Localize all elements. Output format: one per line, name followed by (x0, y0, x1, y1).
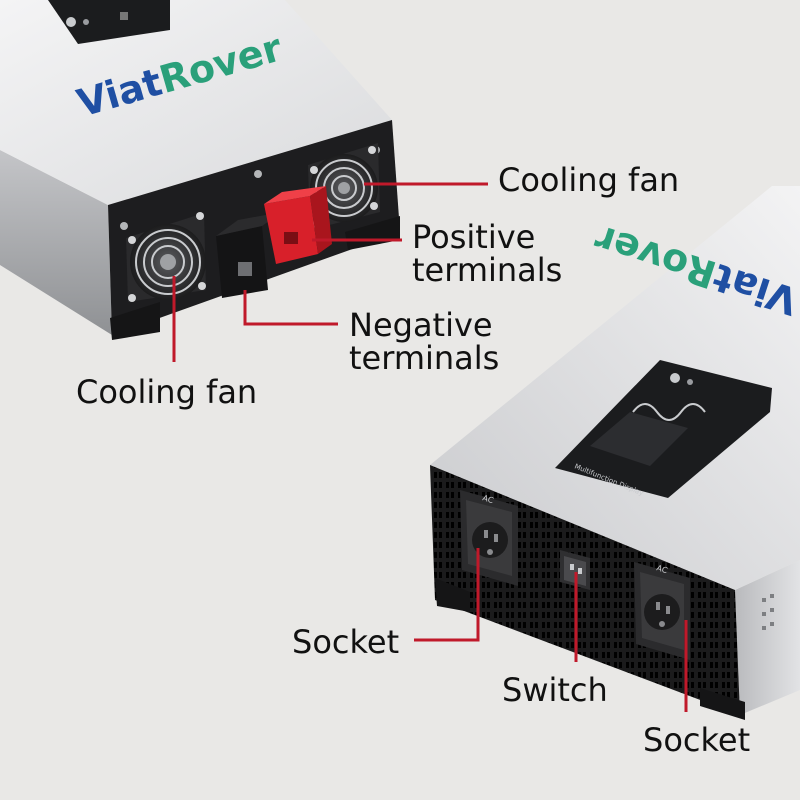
screw-icon (254, 170, 262, 178)
display-indicator-icon (687, 379, 693, 385)
mounting-foot (110, 302, 160, 340)
socket-left (460, 490, 518, 586)
lcd-screen (590, 412, 688, 466)
label-cooling-fan-left: Cooling fan (76, 373, 258, 411)
socket-right (634, 562, 690, 660)
callout-line-negative-terminals (243, 290, 338, 326)
label-negative-line1: Negative (349, 306, 493, 344)
unit-front-side-face (735, 560, 800, 715)
negative-terminal (216, 212, 282, 298)
label-socket-left: Socket (292, 623, 400, 661)
callout-lines (172, 182, 688, 712)
callout-line-socket-left (414, 548, 480, 642)
unit-back-side-face (0, 150, 112, 335)
unit-back-display-panel (48, 0, 170, 44)
unit-front-top-face (430, 186, 800, 590)
screw-icon (120, 222, 128, 230)
sine-wave-icon (632, 403, 706, 421)
positive-terminal (264, 186, 332, 264)
mounting-foot (700, 688, 745, 720)
label-socket-right: Socket (643, 721, 751, 759)
display-button-icon (670, 373, 680, 383)
unit-back-top-face (0, 0, 392, 205)
socket-tag-left: AC (481, 493, 495, 505)
label-positive-line1: Positive (412, 218, 536, 256)
display-indicator-icon (83, 19, 89, 25)
mounting-foot (435, 578, 470, 612)
display-button-icon (66, 17, 76, 27)
socket-tag-right: AC (655, 563, 669, 575)
battery-indicator-icon (120, 12, 128, 20)
label-cooling-fan-right: Cooling fan (498, 161, 680, 199)
label-positive-terminals: Positive terminals (412, 221, 562, 287)
side-vents (762, 594, 774, 630)
cooling-fan-left (126, 212, 206, 302)
label-negative-line2: terminals (349, 339, 500, 377)
inverter-unit-front (430, 186, 800, 720)
label-switch: Switch (502, 671, 608, 709)
label-negative-terminals: Negative terminals (349, 309, 499, 375)
power-switch (560, 550, 590, 590)
label-positive-line2: terminals (412, 251, 563, 289)
